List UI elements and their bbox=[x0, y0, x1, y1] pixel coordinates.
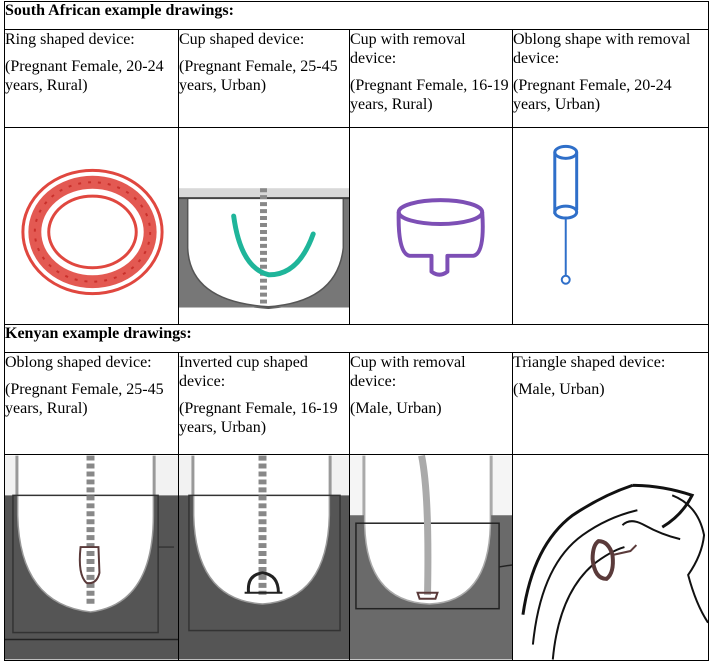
oblong-device-illustration bbox=[5, 455, 178, 660]
ke-label: Triangle shaped device: bbox=[513, 354, 666, 371]
sa-demographic: (Pregnant Female, 20-24 years, Rural) bbox=[5, 58, 164, 94]
ke-demographic: (Male, Urban) bbox=[513, 381, 605, 398]
oblong-removal-drawing bbox=[511, 127, 710, 325]
ke-cell-inverted-cup: Inverted cup shaped device: (Pregnant Fe… bbox=[178, 352, 350, 455]
sa-heading: South African example drawings: bbox=[3, 1, 710, 30]
ke-demographic: (Pregnant Female, 25-45 years, Rural) bbox=[5, 381, 164, 417]
ke-text-row: Oblong shaped device: (Pregnant Female, … bbox=[4, 352, 710, 455]
cup-removal-drawing bbox=[349, 127, 513, 325]
cup-removal-pencil-illustration bbox=[350, 455, 512, 660]
ke-label: Inverted cup shaped device: bbox=[179, 354, 308, 390]
inverted-cup-drawing bbox=[178, 454, 350, 661]
oblong-drawing bbox=[4, 454, 179, 661]
sa-label: Ring shaped device: bbox=[5, 31, 135, 48]
sa-demographic: (Pregnant Female, 16-19 years, Rural) bbox=[350, 77, 509, 113]
sa-image-row bbox=[4, 127, 710, 325]
ke-cell-oblong: Oblong shaped device: (Pregnant Female, … bbox=[4, 352, 179, 455]
ke-cell-cup-removal: Cup with removal device: (Male, Urban) bbox=[349, 352, 513, 455]
sa-text-row: Ring shaped device: (Pregnant Female, 20… bbox=[4, 29, 710, 128]
cup-device-illustration bbox=[179, 188, 349, 310]
cup-removal-device-illustration bbox=[396, 198, 485, 277]
cup-removal-pencil-drawing bbox=[349, 454, 513, 661]
sa-label: Cup with removal device: bbox=[350, 31, 466, 67]
sa-demographic: (Pregnant Female, 25-45 years, Urban) bbox=[179, 58, 338, 94]
ring-drawing bbox=[4, 127, 179, 325]
ke-demographic: (Male, Urban) bbox=[350, 400, 442, 417]
ke-heading: Kenyan example drawings: bbox=[3, 324, 710, 353]
inverted-cup-device-illustration bbox=[179, 455, 349, 660]
sa-label: Oblong shape with removal device: bbox=[513, 31, 691, 67]
ke-label: Cup with removal device: bbox=[350, 354, 466, 390]
sa-label: Cup shaped device: bbox=[179, 31, 305, 48]
ke-cell-triangle: Triangle shaped device: (Male, Urban) bbox=[511, 352, 710, 455]
sa-cell-cup-removal: Cup with removal device: (Pregnant Femal… bbox=[349, 29, 513, 128]
ke-image-row bbox=[4, 454, 710, 661]
ke-heading-row: Kenyan example drawings: bbox=[3, 324, 710, 353]
triangle-device-illustration bbox=[513, 455, 708, 660]
ring-device-illustration bbox=[21, 168, 164, 296]
sa-cell-oblong-removal: Oblong shape with removal device: (Pregn… bbox=[511, 29, 710, 128]
cup-drawing bbox=[178, 127, 350, 325]
drawings-table: South African example drawings: Ring sha… bbox=[3, 1, 710, 661]
triangle-drawing bbox=[511, 454, 710, 661]
sa-heading-row: South African example drawings: bbox=[3, 1, 710, 30]
sa-cell-ring: Ring shaped device: (Pregnant Female, 20… bbox=[4, 29, 179, 128]
sa-demographic: (Pregnant Female, 20-24 years, Urban) bbox=[513, 77, 672, 113]
ke-label: Oblong shaped device: bbox=[5, 354, 152, 371]
ke-demographic: (Pregnant Female, 16-19 years, Urban) bbox=[179, 400, 338, 436]
sa-cell-cup: Cup shaped device: (Pregnant Female, 25-… bbox=[178, 29, 350, 128]
oblong-removal-device-illustration bbox=[553, 144, 579, 285]
